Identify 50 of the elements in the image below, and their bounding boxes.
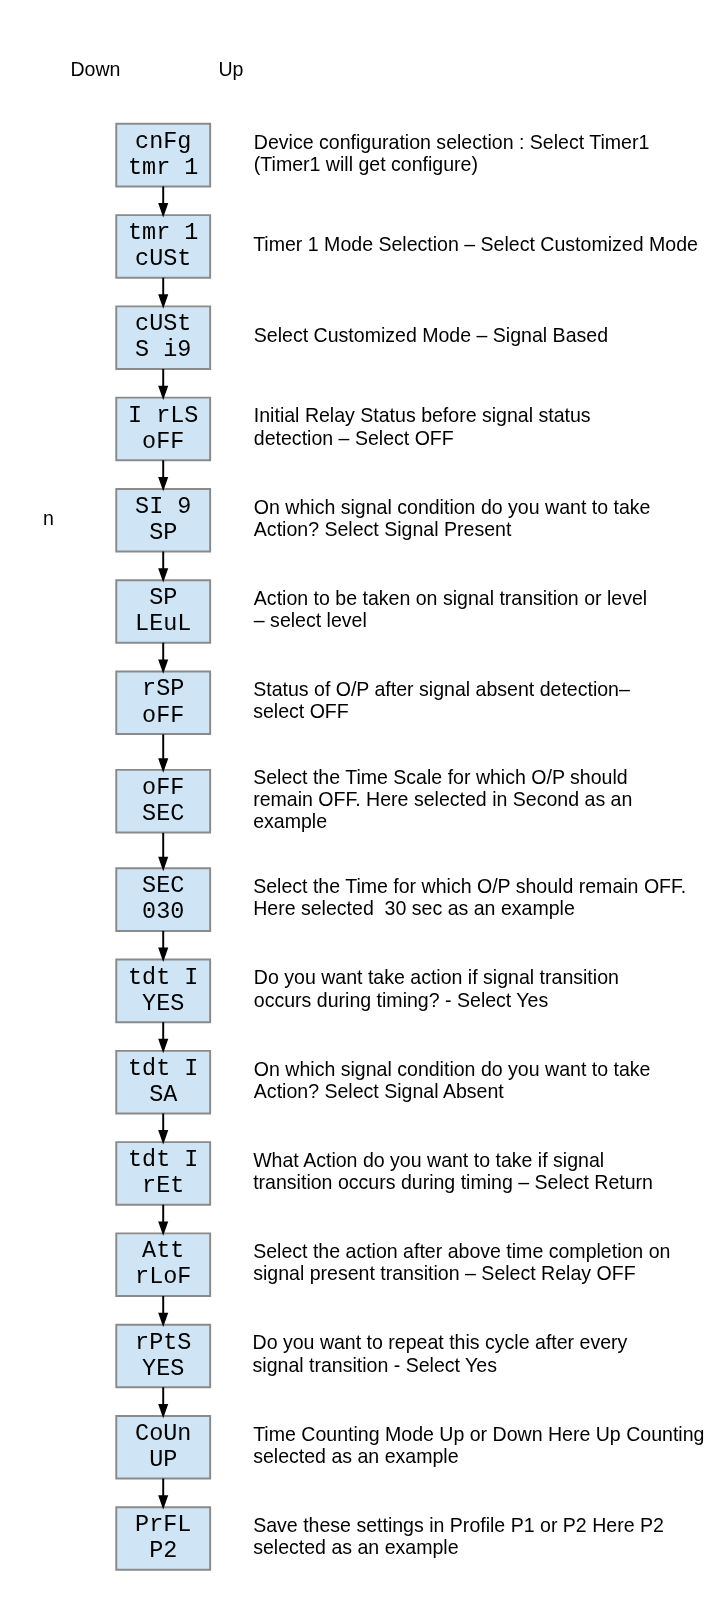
arrow [158,1295,169,1328]
node-label: Save these settings in Profile P1 or P2 Here P2 selected as an example [253,1513,664,1559]
arrow [158,733,169,773]
label: Down [70,58,121,81]
arrow [158,459,169,492]
node-label: Time Counting Mode Up or Down Here Up Counting selected as an example [253,1422,705,1467]
arrow [158,1386,169,1419]
label: Up [218,58,244,81]
node-box: cnFg tmr 1 [115,122,212,188]
node-label: Select the Time for which O/P should remain OFF. Here selected 30 sec as an example [253,875,687,920]
node-label: Device configuration selection : Select Timer1 (Timer1 will get configure) [253,130,650,175]
arrow [158,831,169,872]
node-label: Select the action after above time completion on signal present transition – Select Relay OFF [253,1240,671,1285]
arrow [158,1021,169,1054]
node-label: Timer 1 Mode Selection – Select Customized Mode [253,232,698,255]
node-label: Initial Relay Status before signal status detection – Select OFF [253,404,591,449]
arrow [158,368,169,400]
node-box: cUSt S i9 [115,305,212,370]
node-box: PrFL P2 [115,1506,212,1571]
node-box: tmr 1 cUSt [115,214,212,279]
node-label: Select Customized Mode – Signal Based [253,324,609,347]
node-box: tdt I rEt [115,1141,212,1206]
node-box: rSP oFF [115,670,212,735]
node-box: SEC 030 [115,867,212,932]
node-label: Do you want take action if signal transition occurs during timing? - Select Yes [253,966,619,1011]
node-box: tdt I YES [115,958,212,1024]
node-label: On which signal condition do you want to take Action? Select Signal Present [253,495,651,540]
node-box: I rLS oFF [115,396,212,462]
label: n [43,506,54,529]
arrow [158,550,169,583]
node-label: Action to be taken on signal transition or level – select level [253,586,648,632]
node-box: Att rLoF [115,1232,212,1297]
node-box: CoUn UP [115,1414,212,1480]
node-box: SP LEuL [115,579,212,644]
node-label: What Action do you want to take if signal transition occurs during timing – Select Return [253,1148,653,1194]
arrow [158,276,169,309]
node-box: rPtS YES [115,1323,212,1389]
node-box: oFF SEC [115,768,212,834]
arrow [158,1477,169,1510]
arrow [158,929,169,962]
arrow [158,641,169,674]
node-box: tdt I SA [115,1049,212,1115]
node-label: Status of O/P after signal absent detection– select OFF [253,678,630,723]
arrow [158,185,169,218]
arrow [158,1203,169,1236]
node-label: Do you want to repeat this cycle after every signal transition - Select Yes [252,1331,628,1376]
node-label: On which signal condition do you want to take Action? Select Signal Absent [253,1057,651,1102]
node-label: Select the Time Scale for which O/P should remain OFF. Here selected in Second as an example [253,765,633,832]
node-box: SI 9 SP [115,487,212,553]
arrow [158,1112,169,1145]
